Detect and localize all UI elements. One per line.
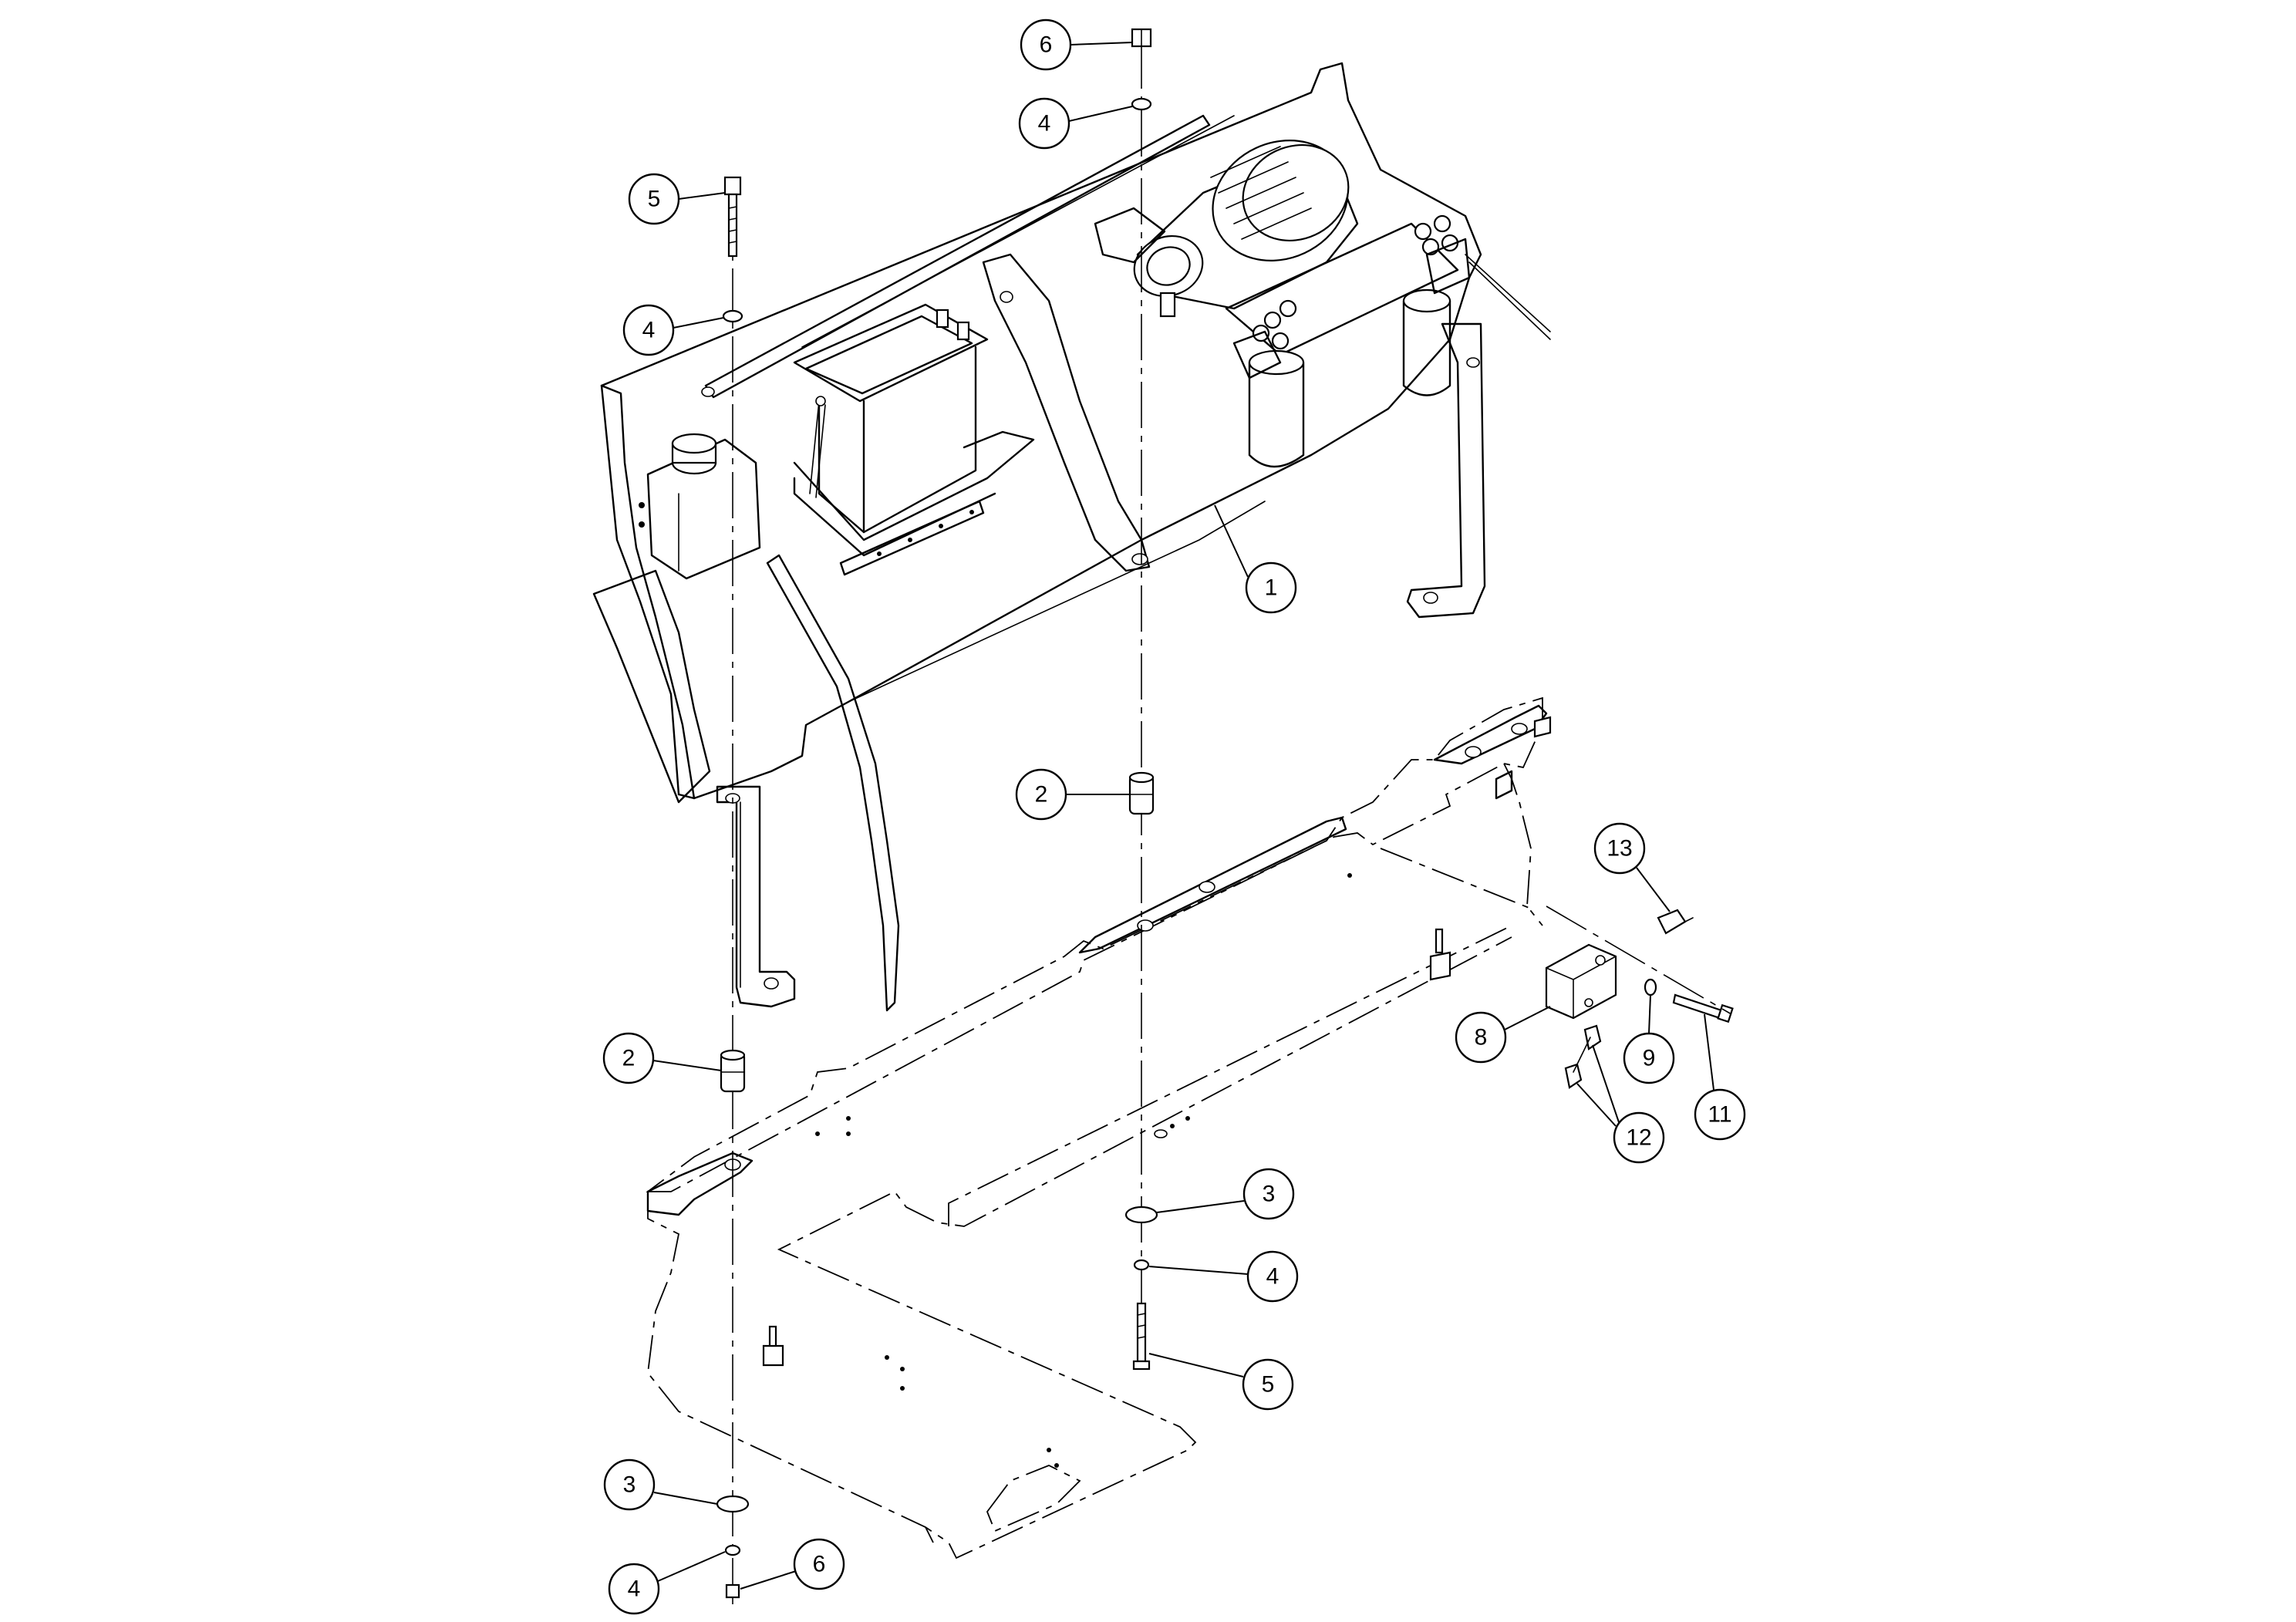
callout-label: 6 — [813, 1552, 826, 1577]
callout-3-bottom: 3 — [603, 1458, 718, 1511]
callout-label: 6 — [1040, 32, 1053, 58]
bolt-middle — [1132, 1302, 1151, 1371]
isolator-middle — [1128, 771, 1155, 815]
callout-4-mid: 4 — [1148, 1250, 1299, 1303]
washer-bottom — [724, 1544, 741, 1556]
callout-6-top: 6 — [1020, 19, 1133, 71]
isolator-left — [720, 1049, 746, 1093]
callout-label: 4 — [1038, 111, 1051, 137]
callout-5-mid: 5 — [1148, 1353, 1294, 1411]
fluid-reservoir — [639, 433, 761, 580]
callout-4-left: 4 — [622, 304, 724, 356]
flat-washer-middle — [1124, 1206, 1158, 1224]
upper-panel-assembly — [592, 62, 1551, 1012]
callout-8: 8 — [1455, 1006, 1551, 1064]
callout-label: 3 — [623, 1472, 636, 1498]
callout-5-left: 5 — [628, 173, 726, 225]
callout-label: 12 — [1626, 1125, 1651, 1151]
valve-axis — [1546, 905, 1732, 1015]
washer-middle — [1133, 1259, 1150, 1271]
washer-top — [1131, 97, 1152, 111]
callout-label: 1 — [1265, 575, 1278, 601]
callout-label: 4 — [642, 318, 656, 343]
callout-label: 2 — [622, 1046, 636, 1071]
callout-9: 9 — [1623, 994, 1675, 1084]
callout-label: 3 — [1263, 1182, 1276, 1207]
callout-label: 11 — [1708, 1102, 1731, 1128]
battery-box — [793, 303, 1035, 576]
callout-label: 2 — [1035, 782, 1048, 808]
callout-2-mid: 2 — [1015, 768, 1130, 821]
nut-bottom — [725, 1583, 740, 1599]
callout-label: 13 — [1607, 836, 1632, 862]
callout-label: 5 — [1262, 1372, 1275, 1398]
bolt-left-top — [723, 176, 742, 258]
callout-1: 1 — [1214, 504, 1297, 614]
flat-washer-bottom — [716, 1495, 750, 1513]
callout-4-bottom: 4 — [608, 1551, 726, 1615]
callout-label: 4 — [628, 1576, 641, 1602]
nut-top — [1131, 28, 1152, 48]
callout-4-top: 4 — [1018, 97, 1133, 150]
callout-12: 12 — [1576, 1044, 1665, 1164]
callout-3-mid: 3 — [1156, 1168, 1295, 1220]
callout-label: 5 — [648, 187, 661, 212]
callout-label: 9 — [1643, 1046, 1656, 1071]
callout-2-left: 2 — [602, 1032, 722, 1084]
fuel-filters — [1232, 238, 1551, 468]
callout-6-bottom: 6 — [740, 1538, 845, 1590]
callout-13: 13 — [1593, 822, 1671, 912]
valve-block — [1545, 909, 1734, 1089]
callout-label: 8 — [1475, 1025, 1488, 1050]
callout-11: 11 — [1694, 1013, 1746, 1141]
callout-label: 4 — [1266, 1264, 1279, 1290]
air-filter — [1094, 140, 1459, 356]
washer-left-top — [722, 309, 743, 323]
lower-base-plate — [646, 696, 1552, 1560]
